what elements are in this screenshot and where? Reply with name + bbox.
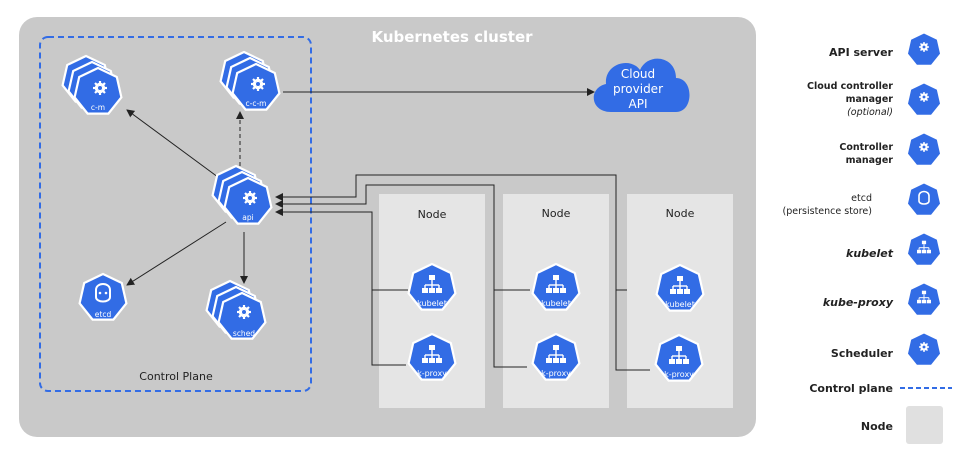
cm-label: c-m (91, 103, 105, 112)
legend-node: Node (861, 420, 893, 433)
legend-kproxy-icon (906, 281, 942, 317)
cloud-label-line3: API (629, 97, 648, 111)
svg-text:k-proxy: k-proxy (541, 369, 571, 378)
legend-api-icon (906, 31, 942, 67)
control-plane-boundary (39, 36, 312, 392)
arrow-api-to-cm (126, 109, 227, 184)
legend-ccm-icon (906, 81, 942, 117)
node3-kubelet-icon: kubelet (655, 263, 705, 312)
node1-kubelet-icon: kubelet (407, 262, 457, 311)
node3-kproxy-icon: k-proxy (654, 333, 704, 382)
svg-text:kubelet: kubelet (417, 299, 447, 308)
cloud-provider-api: Cloud provider API (593, 58, 690, 112)
legend-kube-proxy: kube-proxy (823, 296, 894, 309)
node-title-2: Node (542, 207, 571, 220)
node-title-1: Node (418, 208, 447, 221)
legend-etcd-line1: etcd (851, 193, 872, 204)
legend-node-swatch (906, 406, 943, 444)
cloud-controller-manager-icon: c-c-m (219, 50, 281, 111)
node-title-3: Node (666, 207, 695, 220)
legend-ccm-line1: Cloud controller (807, 81, 893, 92)
link-node2-to-api (275, 184, 495, 290)
legend-ccm-line2: manager (846, 94, 894, 105)
connectors (126, 88, 650, 371)
legend-etcd-icon (906, 181, 942, 217)
legend-icons (900, 31, 952, 444)
svg-text:kubelet: kubelet (541, 299, 571, 308)
link-node1-to-api (275, 208, 373, 290)
legend-ccm-line3: (optional) (847, 107, 893, 118)
svg-text:kubelet: kubelet (665, 300, 695, 309)
etcd-icon: etcd (78, 272, 128, 321)
sched-label: sched (233, 329, 255, 338)
legend-scheduler: Scheduler (831, 347, 894, 360)
link-node3-to-api (275, 174, 617, 290)
api-label: api (242, 213, 253, 222)
legend-cm-icon (906, 131, 942, 167)
api-server-icon: api (211, 164, 273, 225)
legend-cm-line1: Controller (839, 142, 893, 153)
etcd-label: etcd (95, 310, 112, 319)
node2-kproxy-icon: k-proxy (531, 332, 581, 381)
legend-kubelet: kubelet (846, 247, 894, 260)
node2-kubelet-icon: kubelet (531, 262, 581, 311)
controller-manager-icon: c-m (61, 54, 123, 115)
legend-control-plane: Control plane (809, 382, 893, 395)
legend-cm-line2: manager (846, 155, 894, 166)
ccm-label: c-c-m (246, 99, 267, 108)
svg-text:k-proxy: k-proxy (417, 369, 447, 378)
cloud-label-line1: Cloud (621, 67, 655, 81)
arrow-api-to-etcd (126, 221, 227, 286)
node1-kproxy-icon: k-proxy (407, 332, 457, 381)
control-plane-label: Control Plane (139, 370, 213, 383)
legend-sched-icon (906, 331, 942, 367)
legend-api-server: API server (829, 46, 894, 59)
svg-text:k-proxy: k-proxy (664, 370, 694, 379)
cloud-label-line2: provider (613, 82, 663, 96)
legend-etcd-line2: (persistence store) (783, 206, 872, 217)
scheduler-icon: sched (205, 279, 267, 340)
legend-kubelet-icon (906, 231, 942, 267)
cluster-title: Kubernetes cluster (371, 28, 533, 46)
